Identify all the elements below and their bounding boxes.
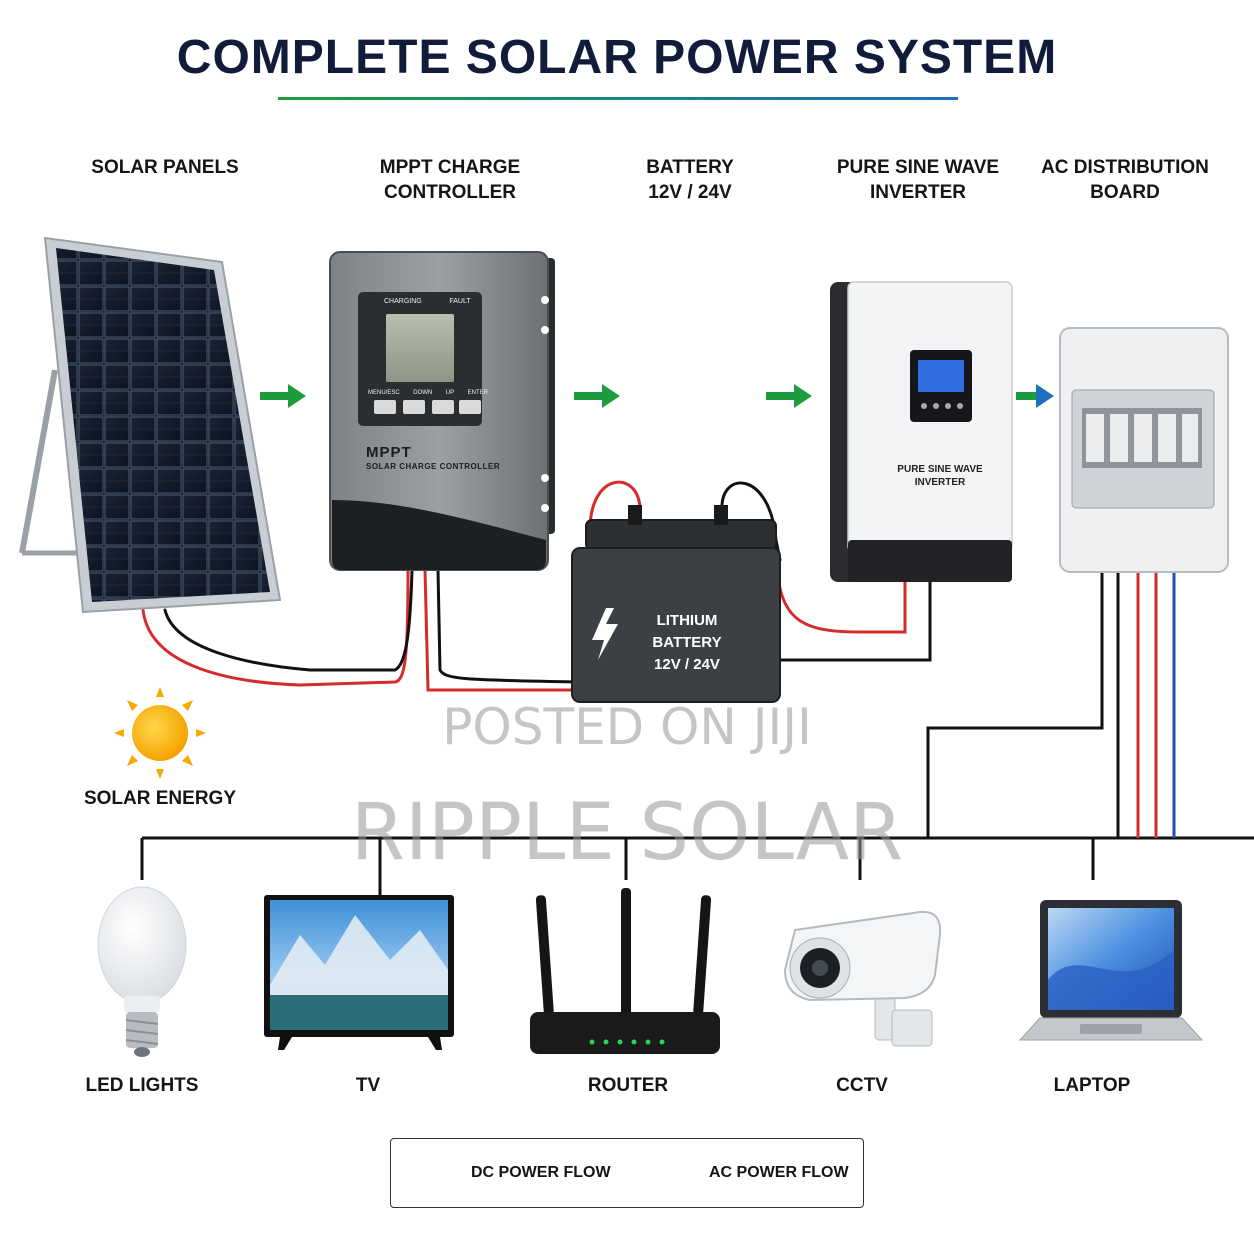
ac-board-black-wire-1 [926, 565, 1104, 838]
battery-image [571, 505, 781, 703]
load-label-cctv: CCTV [836, 1075, 888, 1096]
arrow-battery-to-inverter [766, 384, 812, 408]
panel-negative-wire [163, 568, 414, 672]
ac-wiring [140, 565, 1254, 898]
laptop-icon [1018, 900, 1204, 1041]
tv-icon [264, 895, 454, 1050]
ctrl-battery-red-wire [423, 568, 582, 692]
watermark-brand: RIPPLE SOLAR [350, 788, 904, 878]
controller-charging-indicator: CHARGING [384, 298, 422, 305]
inverter-image [830, 281, 1013, 582]
arrow-controller-to-battery [574, 384, 620, 408]
flow-arrows [260, 384, 1054, 408]
controller-brand-text: MPPT [366, 444, 412, 461]
battery-label: BATTERY 12V / 24V [646, 157, 734, 203]
inverter-device-text: PURE SINE WAVE INVERTER [897, 464, 983, 488]
ctrl-battery-black-wire [436, 568, 582, 684]
charge-controller-image [329, 251, 555, 571]
controller-button-labels: MENU/ESC DOWN UP ENTER [368, 390, 488, 396]
charge-controller-label: MPPT CHARGE CONTROLLER [379, 157, 521, 203]
controller-menu-button-label: MENU/ESC [368, 390, 400, 396]
load-label-laptop: LAPTOP [1053, 1075, 1131, 1096]
battery-top-red-wire [588, 480, 642, 532]
ac-board-label: AC DISTRIBUTION BOARD [1041, 157, 1209, 203]
battery-device-text: LITHIUM BATTERY 12V / 24V [652, 612, 722, 673]
sun-icon [114, 687, 206, 779]
inverter-label: PURE SINE WAVE INVERTER [836, 157, 1000, 203]
diagram-title: COMPLETE SOLAR POWER SYSTEM [176, 31, 1058, 84]
load-label-led-lights: LED LIGHTS [85, 1075, 199, 1096]
controller-up-button-label: UP [445, 390, 455, 396]
controller-subtitle-text: SOLAR CHARGE CONTROLLER [366, 462, 501, 471]
legend-dc-label: DC POWER FLOW [471, 1164, 611, 1181]
controller-fault-indicator: FAULT [449, 298, 471, 305]
load-label-tv: TV [355, 1075, 381, 1096]
ac-board-image [1059, 327, 1229, 573]
battery-inverter-black-wire [778, 578, 932, 662]
solar-energy-label: SOLAR ENERGY [83, 788, 237, 809]
load-label-router: ROUTER [587, 1075, 669, 1096]
led-bulb-icon [97, 886, 187, 1057]
watermark-posted: POSTED ON JIJI [442, 698, 812, 756]
title-underline [278, 97, 958, 100]
solar-panel-image [19, 236, 282, 614]
solar-panels-label: SOLAR PANELS [91, 157, 239, 178]
arrow-inverter-to-board [1016, 384, 1054, 408]
controller-down-button-label: DOWN [413, 390, 433, 396]
router-icon [530, 888, 720, 1054]
arrow-panel-to-controller [260, 384, 306, 408]
legend-ac-label: AC POWER FLOW [709, 1164, 849, 1181]
cctv-camera-icon [783, 910, 942, 1047]
legend-box: DC POWER FLOW AC POWER FLOW [390, 1138, 864, 1208]
controller-enter-button-label: ENTER [467, 390, 488, 396]
